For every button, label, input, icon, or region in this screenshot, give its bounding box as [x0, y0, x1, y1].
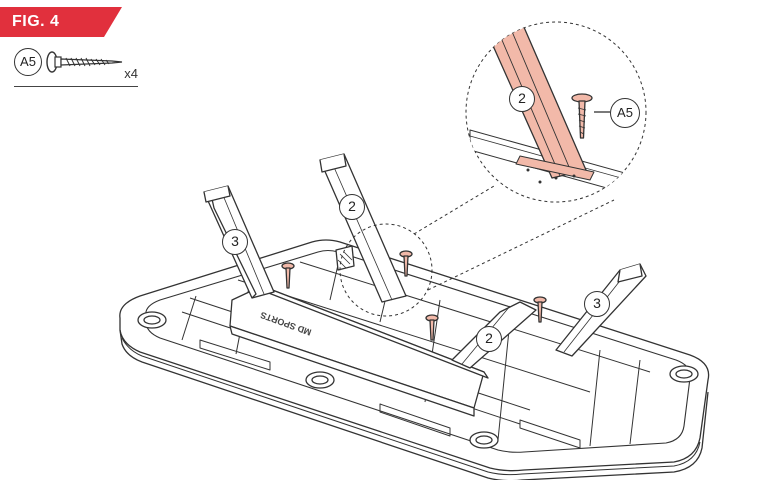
callout-leg-3-right: 3 [584, 291, 610, 317]
detail-screw [571, 93, 593, 139]
zoom-source-circle [339, 223, 433, 317]
screw-markers [281, 250, 547, 341]
parts-list-row: A5 x4 [14, 46, 138, 86]
callout-detail-leg-2: 2 [509, 86, 535, 112]
part-quantity: x4 [124, 66, 138, 81]
part-id-badge: A5 [14, 48, 42, 76]
callout-leg-2-center: 2 [339, 194, 365, 220]
figure-banner: FIG. 4 [0, 7, 122, 37]
leg-2-center [319, 153, 407, 303]
callout-leg-2-right: 2 [476, 326, 502, 352]
callout-leg-3-left: 3 [222, 229, 248, 255]
screw-icon [46, 51, 123, 73]
callout-detail-screw: A5 [610, 98, 640, 128]
parts-divider [14, 86, 138, 87]
center-crossbar [229, 285, 489, 417]
figure-title: FIG. 4 [12, 13, 60, 30]
corner-feet [137, 245, 699, 449]
